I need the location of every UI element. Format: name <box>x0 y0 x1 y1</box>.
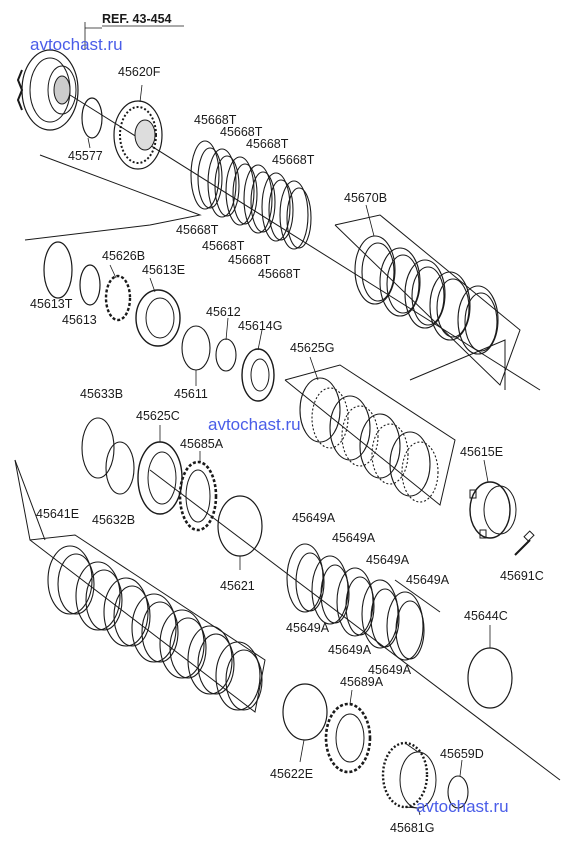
hub-45689a <box>324 702 372 774</box>
label-45649a-5: 45649A <box>286 621 330 635</box>
axis-45649a <box>394 579 441 613</box>
watermark-middle: avtochast.ru <box>208 415 301 434</box>
label-45649a-1: 45649A <box>292 511 336 525</box>
label-45668t-5: 45668T <box>176 223 219 237</box>
bolt-45691c <box>514 530 535 556</box>
label-45613t: 45613T <box>30 297 73 311</box>
label-45620f: 45620F <box>118 65 161 79</box>
label-45625g: 45625G <box>290 341 334 355</box>
label-45668t-6: 45668T <box>202 239 245 253</box>
label-45641e: 45641E <box>36 507 79 521</box>
label-45649a-3: 45649A <box>366 553 410 567</box>
gear-45620f <box>113 100 163 170</box>
one-way-clutch-45685a <box>178 460 218 532</box>
label-45668t-7: 45668T <box>228 253 271 267</box>
label-45625c: 45625C <box>136 409 180 423</box>
ring-45613 <box>79 264 101 306</box>
snap-ring-45644c <box>467 647 513 709</box>
bracket-45641e-left <box>14 459 46 541</box>
clutch-plates-45670b <box>354 235 499 355</box>
leader-lines <box>84 22 491 816</box>
label-45691c: 45691C <box>500 569 544 583</box>
label-45668t-4: 45668T <box>272 153 315 167</box>
label-45615e: 45615E <box>460 445 503 459</box>
drum-ref-43-454 <box>16 49 79 131</box>
snap-ring-45613t <box>43 241 73 299</box>
label-45668t-3: 45668T <box>246 137 289 151</box>
label-45681g: 45681G <box>390 821 434 835</box>
bracket-45641e <box>14 459 266 713</box>
snap-ring-45659d <box>447 775 469 809</box>
label-45668t-1: 45668T <box>194 113 237 127</box>
bracket-45625g <box>284 364 456 506</box>
label-45613: 45613 <box>62 313 97 327</box>
clutch-plates-45625g <box>299 377 439 503</box>
label-45689a: 45689A <box>340 675 384 689</box>
watermark-bottom: avtochast.ru <box>416 797 509 816</box>
ring-45612 <box>215 338 237 372</box>
label-45621: 45621 <box>220 579 255 593</box>
label-45668t-8: 45668T <box>258 267 301 281</box>
label-45668t-2: 45668T <box>220 125 263 139</box>
label-45633b: 45633B <box>80 387 123 401</box>
bearing-45626b <box>104 274 132 322</box>
ring-45611 <box>181 325 211 371</box>
label-45670b: 45670B <box>344 191 387 205</box>
ring-45633b <box>81 417 115 479</box>
clutch-plates-45649a <box>286 543 425 661</box>
label-45613e: 45613E <box>142 263 185 277</box>
snap-ring-45622e <box>282 683 328 741</box>
label-45649a-7: 45649A <box>368 663 412 677</box>
label-45685a: 45685A <box>180 437 224 451</box>
label-45649a-4: 45649A <box>406 573 450 587</box>
label-45577: 45577 <box>68 149 103 163</box>
reference-label: REF. 43-454 <box>102 12 172 26</box>
label-45659d: 45659D <box>440 747 484 761</box>
label-45611: 45611 <box>174 387 208 401</box>
piston-45613e <box>135 289 181 347</box>
drum-45615e <box>469 481 517 539</box>
retainer-45614g <box>241 348 275 402</box>
bracket-45670b <box>334 214 521 386</box>
label-45649a-6: 45649A <box>328 643 372 657</box>
label-45614g: 45614G <box>238 319 282 333</box>
label-45632b: 45632B <box>92 513 135 527</box>
label-45622e: 45622E <box>270 767 313 781</box>
label-45626b: 45626B <box>102 249 145 263</box>
label-45612: 45612 <box>206 305 241 319</box>
watermark-top: avtochast.ru <box>30 35 123 54</box>
ring-45632b <box>105 441 135 495</box>
label-45649a-2: 45649A <box>332 531 376 545</box>
bracket-45613 <box>24 154 202 241</box>
label-45644c: 45644C <box>464 609 508 623</box>
snap-ring-45577 <box>81 97 103 139</box>
clutch-plates-45668t <box>190 140 312 250</box>
bracket-45670b-right <box>409 339 506 390</box>
clutch-plates-45641e <box>47 545 263 711</box>
